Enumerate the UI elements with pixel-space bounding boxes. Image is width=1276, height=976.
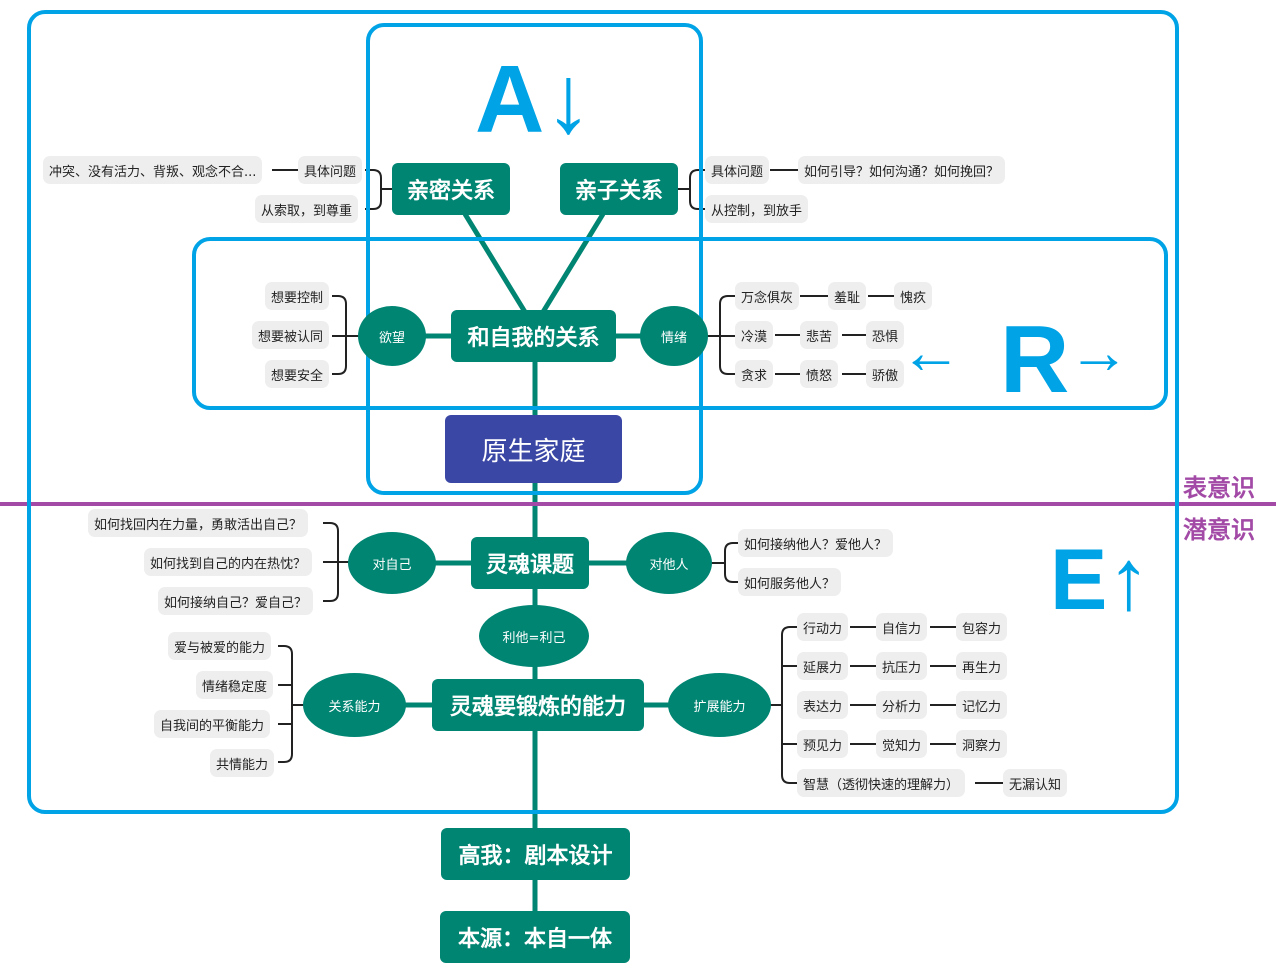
marker-r-right-arrow: →: [1068, 318, 1130, 387]
leaf-expand-ability[interactable]: 表达力: [797, 691, 849, 719]
node-toward-others[interactable]: 对他人: [626, 532, 712, 594]
leaf-emotion[interactable]: 恐惧: [866, 321, 905, 349]
leaf-expand-ability[interactable]: 洞察力: [956, 730, 1008, 758]
leaf-emotion[interactable]: 羞耻: [828, 282, 867, 310]
leaf-relation-ability[interactable]: 爱与被爱的能力: [168, 632, 272, 660]
leaf-expand-ability[interactable]: 预见力: [797, 730, 849, 758]
leaf-parenting-shift[interactable]: 从控制，到放手: [705, 195, 809, 223]
node-desire[interactable]: 欲望: [358, 306, 426, 366]
outer-frame-e: [27, 10, 1179, 814]
leaf-expand-ability[interactable]: 无漏认知: [1003, 769, 1068, 797]
node-self-relationship[interactable]: 和自我的关系: [451, 310, 616, 362]
leaf-expand-ability[interactable]: 记忆力: [956, 691, 1008, 719]
leaf-emotion[interactable]: 骄傲: [866, 360, 905, 388]
node-soul-abilities[interactable]: 灵魂要锻炼的能力: [432, 679, 644, 731]
leaf-emotion[interactable]: 愤怒: [800, 360, 839, 388]
leaf-expand-ability[interactable]: 延展力: [797, 652, 849, 680]
leaf-emotion[interactable]: 万念俱灰: [735, 282, 800, 310]
leaf-emotion[interactable]: 冷漠: [735, 321, 774, 349]
leaf-expand-ability[interactable]: 包容力: [956, 613, 1008, 641]
node-relation-ability[interactable]: 关系能力: [303, 673, 406, 737]
leaf-expand-ability[interactable]: 再生力: [956, 652, 1008, 680]
leaf-toward-self[interactable]: 如何找回内在力量，勇敢活出自己？: [88, 509, 309, 537]
leaf-intimate-specific[interactable]: 具体问题: [298, 156, 363, 184]
horizontal-frame-r: [192, 237, 1168, 410]
marker-e: E↑: [1050, 532, 1151, 628]
leaf-intimate-detail[interactable]: 冲突、没有活力、背叛、观念不合...: [43, 156, 263, 184]
leaf-parenting-detail[interactable]: 如何引导？如何沟通？如何挽回？: [798, 156, 1006, 184]
label-conscious: 表意识: [1183, 474, 1255, 502]
leaf-expand-ability[interactable]: 觉知力: [876, 730, 928, 758]
leaf-expand-ability[interactable]: 行动力: [797, 613, 849, 641]
node-toward-self[interactable]: 对自己: [348, 532, 436, 594]
node-expand-ability[interactable]: 扩展能力: [668, 673, 771, 737]
node-emotion[interactable]: 情绪: [640, 306, 708, 366]
leaf-toward-others[interactable]: 如何服务他人？: [738, 568, 842, 596]
node-intimate-relationship[interactable]: 亲密关系: [392, 163, 510, 215]
leaf-expand-ability[interactable]: 自信力: [876, 613, 928, 641]
leaf-toward-self[interactable]: 如何找到自己的内在热忱？: [144, 548, 313, 576]
marker-a: A↓: [475, 46, 593, 153]
leaf-desire[interactable]: 想要安全: [265, 360, 330, 388]
leaf-desire[interactable]: 想要控制: [265, 282, 330, 310]
node-higher-self[interactable]: 高我：剧本设计: [441, 828, 630, 880]
leaf-relation-ability[interactable]: 情绪稳定度: [196, 671, 274, 699]
leaf-relation-ability[interactable]: 自我间的平衡能力: [154, 710, 271, 738]
leaf-expand-ability[interactable]: 抗压力: [876, 652, 928, 680]
node-altruism[interactable]: 利他=利己: [479, 605, 589, 667]
node-origin-family[interactable]: 原生家庭: [445, 415, 622, 483]
leaf-parenting-specific[interactable]: 具体问题: [705, 156, 770, 184]
leaf-emotion[interactable]: 愧疚: [894, 282, 933, 310]
vertical-frame-a: [366, 23, 703, 495]
leaf-relation-ability[interactable]: 共情能力: [210, 749, 275, 777]
leaf-expand-ability[interactable]: 分析力: [876, 691, 928, 719]
label-subconscious: 潜意识: [1183, 516, 1255, 544]
marker-r-left-arrow: ←: [900, 318, 962, 387]
leaf-emotion[interactable]: 悲苦: [800, 321, 839, 349]
leaf-intimate-shift[interactable]: 从索取，到尊重: [255, 195, 359, 223]
leaf-emotion[interactable]: 贪求: [735, 360, 774, 388]
leaf-toward-self[interactable]: 如何接纳自己？爱自己？: [158, 587, 314, 615]
node-soul-topic[interactable]: 灵魂课题: [471, 537, 589, 589]
marker-r: R: [1000, 306, 1070, 413]
leaf-desire[interactable]: 想要被认同: [252, 321, 330, 349]
leaf-toward-others[interactable]: 如何接纳他人？爱他人？: [738, 529, 894, 557]
node-parenting-relationship[interactable]: 亲子关系: [560, 163, 678, 215]
node-source[interactable]: 本源：本自一体: [440, 911, 630, 963]
leaf-expand-ability[interactable]: 智慧（透彻快速的理解力）: [797, 769, 966, 797]
